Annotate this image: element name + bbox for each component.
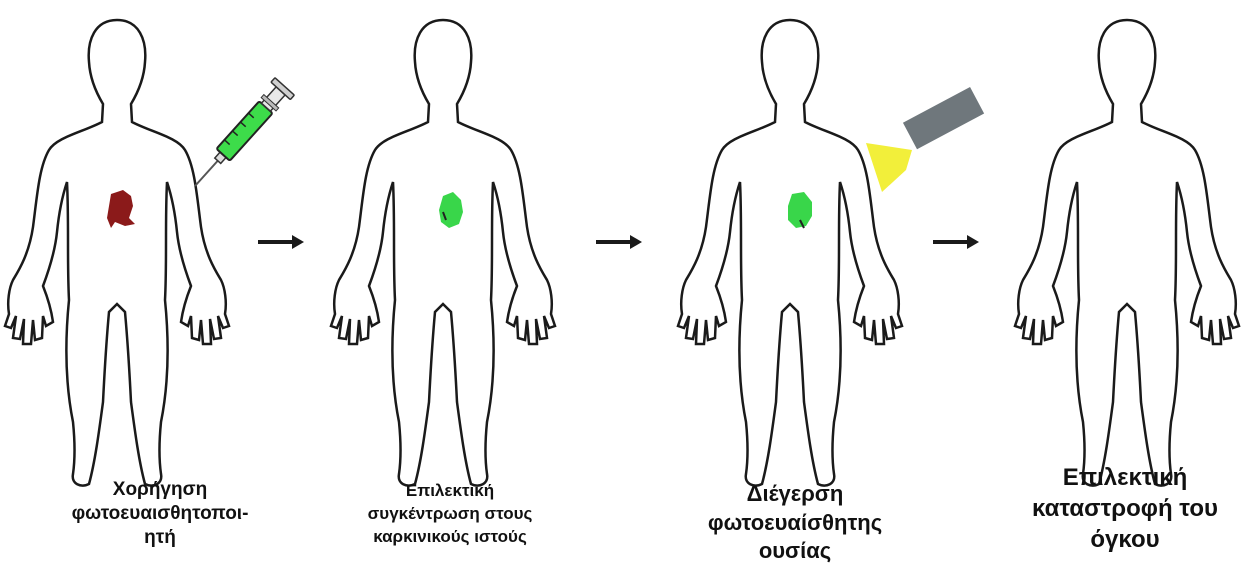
step-1-caption-line-1: Χορήγηση [30,478,290,502]
tumor-dark-red [107,190,135,228]
arrow-2 [596,235,642,249]
step-2-caption-line-2: συγκέντρωση στους [320,503,580,526]
step-2-caption: Επιλεκτική συγκέντρωση στους καρκινικούς… [320,480,580,549]
step-3-caption-line-3: ουσίας [660,537,930,566]
step-1-caption-line-3: ητή [30,526,290,550]
human-figure-3 [678,20,902,486]
step-4-caption: Επιλεκτική καταστροφή του όγκου [1010,462,1240,556]
light-source-icon [866,87,984,192]
step-3-caption-line-2: φωτοευαίσθητης [660,509,930,538]
arrow-1 [258,235,304,249]
human-figure-4 [1015,20,1239,486]
step-2-caption-line-1: Επιλεκτική [320,480,580,503]
tumor-green-3 [788,192,812,228]
step-4-caption-line-2: καταστροφή του [1010,493,1240,524]
step-4-caption-line-1: Επιλεκτική [1010,462,1240,493]
step-3-caption: Διέγερση φωτοευαίσθητης ουσίας [660,480,930,566]
arrow-3 [933,235,979,249]
step-1-caption-line-2: φωτοευαισθητοποι- [30,502,290,526]
step-3-caption-line-1: Διέγερση [660,480,930,509]
step-2-caption-line-3: καρκινικούς ιστούς [320,526,580,549]
tumor-green-2 [439,192,463,228]
light-beam [866,143,912,192]
step-1-caption: Χορήγηση φωτοευαισθητοποι- ητή [30,478,290,549]
syringe-icon [185,78,294,195]
step-4-caption-line-3: όγκου [1010,524,1240,555]
human-figure-1 [5,20,229,486]
human-figure-2 [331,20,555,486]
